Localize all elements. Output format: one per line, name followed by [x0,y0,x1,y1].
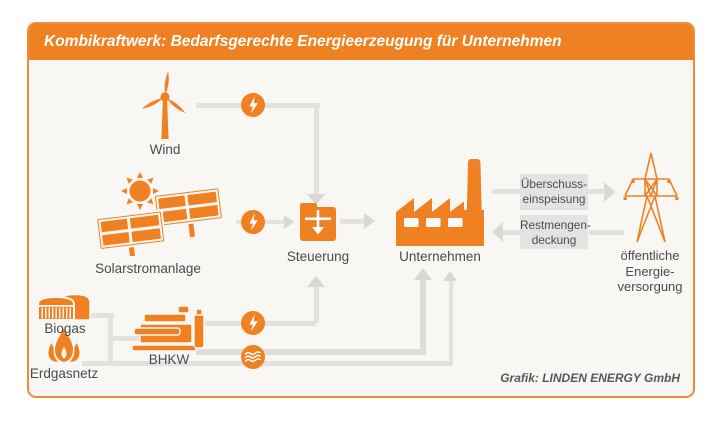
surplus-arrow-shaft [588,189,604,194]
sun-solar-panels-icon [95,172,224,256]
arrow-right-into-company [364,213,375,229]
surplus-box-line2: einspeisung [522,191,586,206]
arrow-up-heat-into-company [413,268,432,280]
gas-to-company-line-h [82,361,452,366]
lightning-icon [249,314,258,332]
transmission-tower-icon [623,152,679,243]
gas-to-company-line-v [448,281,453,366]
gas-flame-icon [48,329,80,362]
solar-label: Solarstromanlage [95,261,201,276]
company-to-surplus-line [492,189,520,194]
heat-waves-icon [244,351,261,363]
electricity-badge-chp [241,311,265,335]
residual-box-line2: deckung [531,232,577,247]
credit-text: Grafik: LINDEN ENERGY GmbH [500,371,680,385]
public-grid-label-line1: öffentliche [620,248,680,263]
residual-coverage-box: Restmengen- deckung [520,215,591,249]
gas-grid-label: Erdgasnetz [29,366,99,381]
public-grid-label: öffentliche Energie- versorgung [600,248,700,295]
arrow-up-into-control [307,276,325,287]
chp-generator-icon [131,305,205,352]
fuel-junction-to-chp [108,336,140,341]
control-to-company-line [340,219,366,224]
wind-label: Wind [149,142,181,157]
surplus-feed-in-box: Überschuss- einspeisung [520,174,588,210]
wind-to-control-line-v [314,103,319,195]
residual-arrow-shaft [503,229,520,235]
page-title: Kombikraftwerk: Bedarfsgerechte Energiee… [44,33,562,50]
biogas-label: Biogas [44,321,86,336]
arrow-down-into-control [307,194,325,205]
electricity-badge-solar [241,210,265,234]
control-label: Steuerung [286,249,350,264]
factory-icon [396,159,484,246]
electricity-badge-wind [241,93,265,117]
grid-to-residual-line [589,229,624,235]
public-grid-label-line2: Energie- [625,263,675,279]
arrow-right-into-control [284,214,294,229]
chp-heat-line-v [420,280,426,355]
surplus-box-line1: Überschuss- [520,177,588,191]
lightning-icon [249,213,258,231]
arrow-right-into-grid [604,181,615,202]
chp-electricity-line-v [314,286,319,323]
chp-label: BHKW [148,352,190,367]
residual-box-line1: Restmengen- [520,218,591,232]
chp-heat-line-h [196,349,426,355]
gas-storage-tank-icon [37,293,91,321]
biogas-line [90,313,114,318]
public-grid-label-line3: versorgung [617,279,683,294]
heat-badge-chp [241,345,265,369]
arrow-left-into-company [492,222,503,242]
company-label: Unternehmen [399,249,481,264]
lightning-icon [249,96,258,114]
wind-turbine-icon [141,71,186,139]
control-unit-icon [300,203,336,241]
arrow-up-gas-into-company [443,271,458,281]
title-bar: Kombikraftwerk: Bedarfsgerechte Energiee… [29,24,693,60]
